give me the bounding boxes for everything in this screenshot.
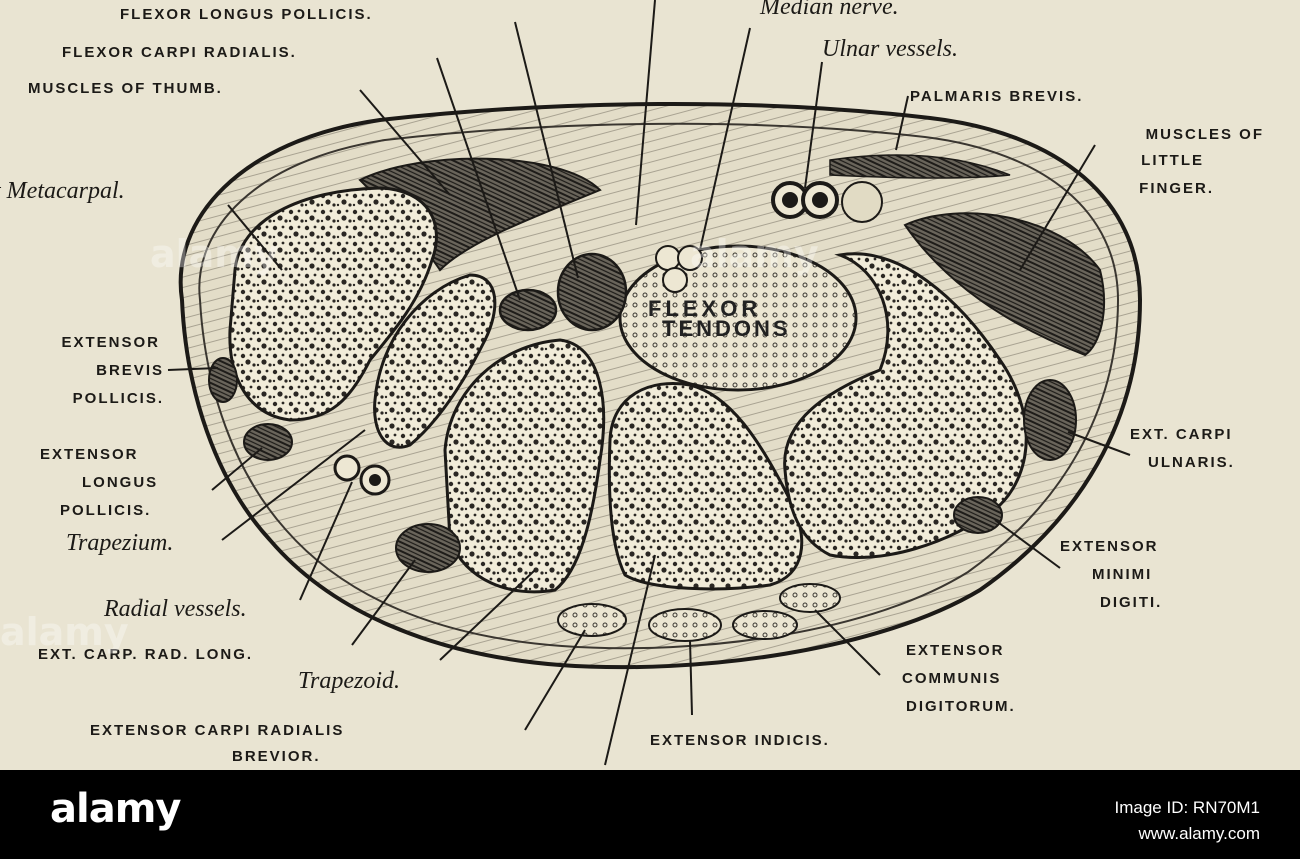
image-info: Image ID: RN70M1 www.alamy.com [1115, 795, 1261, 847]
watermark-overlay-3: alamy [0, 610, 129, 654]
label-extensor-indicis: EXTENSOR INDICIS. [650, 732, 830, 749]
label-ext-carpi-ulnaris-2: ULNARIS. [1148, 454, 1235, 471]
label-palmaris-brevis: PALMARIS BREVIS. [910, 88, 1084, 105]
label-ext-carpi-rad-brevior-1: EXTENSOR CARPI RADIALIS [90, 722, 345, 739]
watermark-overlay-2: alamy [690, 232, 819, 276]
label-metacarpal: t Metacarpal. [0, 178, 125, 204]
label-ext-carpi-rad-brevior-2: BREVIOR. [232, 748, 321, 765]
label-extensor-brevis-2: BREVIS [96, 362, 164, 379]
label-muscles-little-finger-3: FINGER. [1139, 180, 1214, 197]
label-trapezoid: Trapezoid. [298, 668, 401, 694]
label-ext-carpi-ulnaris-1: EXT. CARPI [1130, 426, 1233, 443]
label-median-nerve: Median nerve. [760, 0, 899, 20]
label-extensor-longus-3: POLLICIS. [60, 502, 152, 519]
label-extensor-brevis-3: POLLICIS. [72, 390, 164, 407]
label-muscles-little-finger-1: MUSCLES OF [1145, 126, 1264, 143]
label-extensor-longus-1: EXTENSOR [40, 446, 139, 463]
label-flexor-longus-pollicis: FLEXOR LONGUS POLLICIS. [120, 6, 373, 23]
flexor-tendons-label-bottom: TENDONS [662, 316, 791, 341]
illustration-plate: FLEXOR TENDONS FLEXOR LONGUS POLLICIS. F… [0, 0, 1264, 766]
label-ext-minimi-3: DIGITI. [1100, 594, 1163, 611]
label-ext-minimi-2: MINIMI [1092, 566, 1153, 583]
label-ext-communis-1: EXTENSOR [906, 642, 1005, 659]
label-ext-communis-3: DIGITORUM. [906, 698, 1016, 715]
site-url-text: www.alamy.com [1138, 824, 1260, 843]
label-radial-vessels: Radial vessels. [104, 596, 247, 622]
wrist-cross-section-drawing [167, 0, 1143, 766]
label-ulnar-vessels: Ulnar vessels. [822, 36, 958, 62]
watermark-bar [0, 770, 1300, 859]
label-ext-minimi-1: EXTENSOR [1060, 538, 1159, 555]
flexor-tendons-label-top: FLEXOR [648, 296, 762, 321]
label-flexor-carpi-radialis: FLEXOR CARPI RADIALIS. [62, 44, 297, 61]
watermark-overlay-1: alamy [150, 232, 279, 276]
label-extensor-longus-2: LONGUS [82, 474, 159, 491]
image-id-text: Image ID: RN70M1 [1114, 798, 1261, 817]
label-ext-communis-2: COMMUNIS [902, 670, 1002, 687]
label-muscles-of-thumb: MUSCLES OF THUMB. [28, 80, 223, 97]
label-ext-carp-rad-long: EXT. CARP. RAD. LONG. [38, 646, 254, 663]
label-extensor-brevis-1: EXTENSOR [61, 334, 160, 351]
alamy-logo: alamy [50, 786, 181, 832]
label-muscles-little-finger-2: LITTLE [1141, 152, 1204, 169]
label-trapezium: Trapezium. [66, 530, 174, 556]
